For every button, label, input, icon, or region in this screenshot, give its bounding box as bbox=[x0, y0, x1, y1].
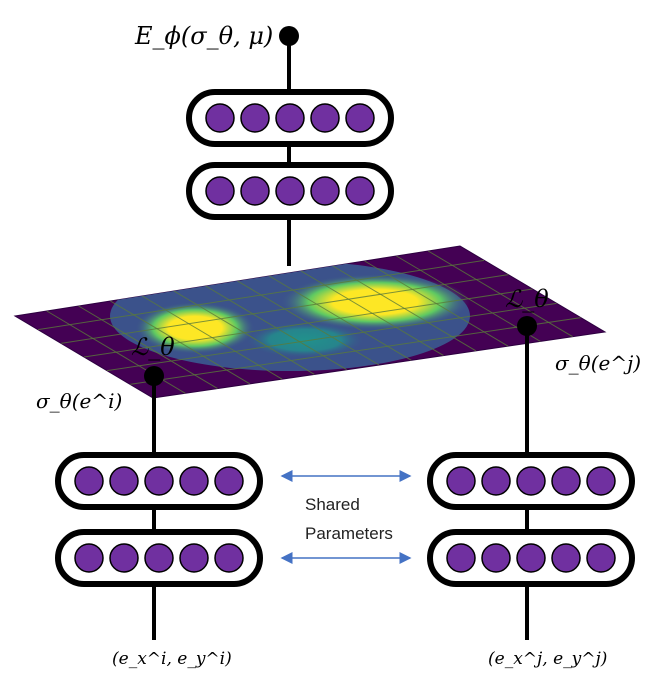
neuron bbox=[446, 466, 476, 496]
grid-line bbox=[129, 317, 581, 385]
left-network: ℒ_θ σ_θ(e^i) (e_x^i, e_y^i) bbox=[36, 333, 263, 669]
top-layer-lower bbox=[186, 162, 394, 220]
input-label-left: (e_x^i, e_y^i) bbox=[112, 649, 232, 669]
neuron bbox=[109, 543, 139, 573]
neuron bbox=[205, 176, 235, 206]
loss-label-left: ℒ_θ bbox=[131, 333, 175, 361]
right-layer-lower bbox=[427, 529, 635, 587]
neuron bbox=[179, 466, 209, 496]
neuron bbox=[446, 543, 476, 573]
neuron bbox=[144, 543, 174, 573]
neuron bbox=[240, 103, 270, 133]
neuron bbox=[74, 543, 104, 573]
heatmap-plane bbox=[13, 245, 607, 399]
neuron bbox=[551, 543, 581, 573]
neuron bbox=[214, 543, 244, 573]
neuron bbox=[179, 543, 209, 573]
plane-heat bbox=[37, 250, 581, 394]
grid-line bbox=[106, 302, 557, 372]
neuron bbox=[205, 103, 235, 133]
neuron bbox=[345, 176, 375, 206]
neuron bbox=[74, 466, 104, 496]
top-layer-upper bbox=[186, 89, 394, 147]
neuron bbox=[310, 176, 340, 206]
heat-peak-left bbox=[135, 302, 255, 354]
neuron bbox=[214, 466, 244, 496]
grid-line bbox=[83, 288, 533, 358]
right-embedding-node bbox=[517, 316, 537, 336]
neuron bbox=[516, 543, 546, 573]
neuron bbox=[275, 176, 305, 206]
plane-grid bbox=[37, 250, 581, 394]
left-layer-upper bbox=[55, 452, 263, 510]
embed-label-right: σ_θ(e^j) bbox=[555, 351, 641, 375]
shared-label-line1: Shared bbox=[305, 495, 360, 514]
neuron bbox=[481, 543, 511, 573]
embed-label-left: σ_θ(e^i) bbox=[36, 389, 122, 413]
input-label-right: (e_x^j, e_y^j) bbox=[488, 649, 607, 669]
neuron bbox=[310, 103, 340, 133]
loss-label-right: ℒ_θ bbox=[505, 285, 549, 313]
neuron bbox=[240, 176, 270, 206]
neuron bbox=[481, 466, 511, 496]
top-network: E_ϕ(σ_θ, μ) bbox=[134, 22, 394, 266]
neuron bbox=[345, 103, 375, 133]
right-network: ℒ_θ σ_θ(e^j) (e_x^j, e_y^j) bbox=[427, 285, 641, 669]
top-energy-label: E_ϕ(σ_θ, μ) bbox=[134, 22, 273, 50]
neuron bbox=[275, 103, 305, 133]
heat-mid-region bbox=[245, 322, 365, 358]
left-embedding-node bbox=[144, 366, 164, 386]
neuron bbox=[144, 466, 174, 496]
neuron bbox=[109, 466, 139, 496]
neuron bbox=[551, 466, 581, 496]
grid-line bbox=[37, 259, 485, 331]
shared-label-line2: Parameters bbox=[305, 524, 393, 543]
left-layer-lower bbox=[55, 529, 263, 587]
shared-parameters: Shared Parameters bbox=[280, 470, 412, 564]
neuron bbox=[586, 543, 616, 573]
right-layer-upper bbox=[427, 452, 635, 510]
grid-line bbox=[60, 274, 509, 344]
top-output-node bbox=[279, 26, 299, 46]
neuron bbox=[586, 466, 616, 496]
neuron bbox=[516, 466, 546, 496]
